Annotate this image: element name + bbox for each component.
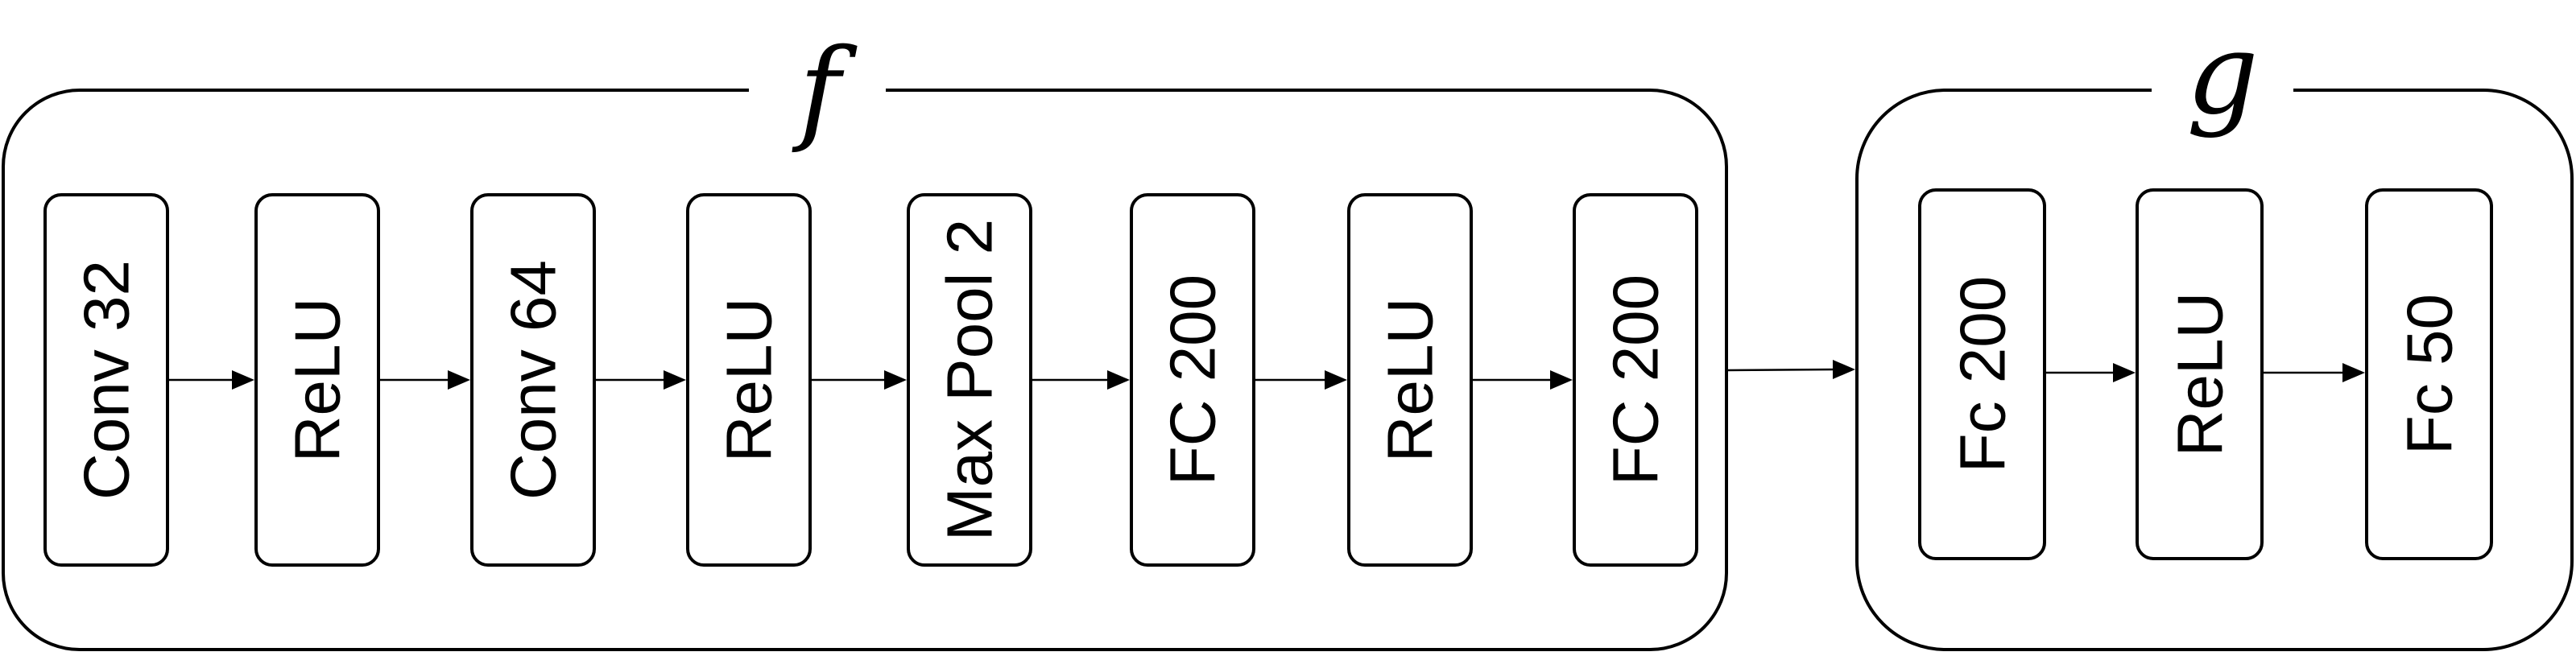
layer-fc-50-g: Fc 50 bbox=[2365, 188, 2493, 560]
layer-box bbox=[2136, 188, 2264, 560]
layer-label: FC 200 bbox=[1600, 274, 1672, 485]
arrow bbox=[2262, 363, 2365, 382]
layer-box bbox=[2365, 188, 2493, 560]
layer-label: Fc 200 bbox=[1947, 276, 2019, 473]
arrow bbox=[2045, 363, 2136, 382]
layer-fc-200-2: FC 200 bbox=[1573, 193, 1698, 567]
arrow bbox=[378, 370, 470, 390]
layer-box bbox=[1918, 188, 2046, 560]
group-g-title-gap bbox=[2152, 80, 2293, 105]
layer-label: ReLU bbox=[713, 298, 785, 463]
layer-label: Conv 64 bbox=[498, 260, 569, 500]
layer-label: FC 200 bbox=[1157, 274, 1229, 485]
layer-relu-2: ReLU bbox=[686, 193, 812, 567]
layer-label: ReLU bbox=[2165, 292, 2236, 457]
layer-box bbox=[1573, 193, 1698, 567]
layer-label: Conv 32 bbox=[71, 260, 143, 500]
group-f: f Conv 32 ReLU Conv 64 ReLU Max Pool 2 F… bbox=[2, 25, 1728, 651]
arrow bbox=[1031, 370, 1130, 390]
arrow bbox=[1471, 370, 1573, 390]
arrow-f-to-g bbox=[1726, 360, 1855, 379]
arrow bbox=[810, 370, 907, 390]
arrow bbox=[1254, 370, 1347, 390]
layer-conv-64: Conv 64 bbox=[470, 193, 596, 567]
layer-relu-g: ReLU bbox=[2136, 188, 2264, 560]
arrow bbox=[167, 370, 254, 390]
arrow bbox=[594, 370, 686, 390]
layer-label: ReLU bbox=[282, 298, 354, 463]
layer-max-pool-2: Max Pool 2 bbox=[907, 193, 1032, 567]
layer-label: Fc 50 bbox=[2394, 294, 2466, 455]
group-f-title-gap bbox=[749, 80, 886, 105]
layer-label: ReLU bbox=[1375, 298, 1446, 463]
layer-relu-3: ReLU bbox=[1347, 193, 1473, 567]
layer-fc-200-1: FC 200 bbox=[1130, 193, 1255, 567]
layer-label: Max Pool 2 bbox=[934, 219, 1006, 541]
layer-fc-200-g: Fc 200 bbox=[1918, 188, 2046, 560]
layer-relu-1: ReLU bbox=[254, 193, 380, 567]
group-g-title: g bbox=[2186, 9, 2259, 140]
layer-conv-32: Conv 32 bbox=[43, 193, 169, 567]
group-g: g Fc 200 ReLU Fc 50 bbox=[1855, 9, 2574, 651]
